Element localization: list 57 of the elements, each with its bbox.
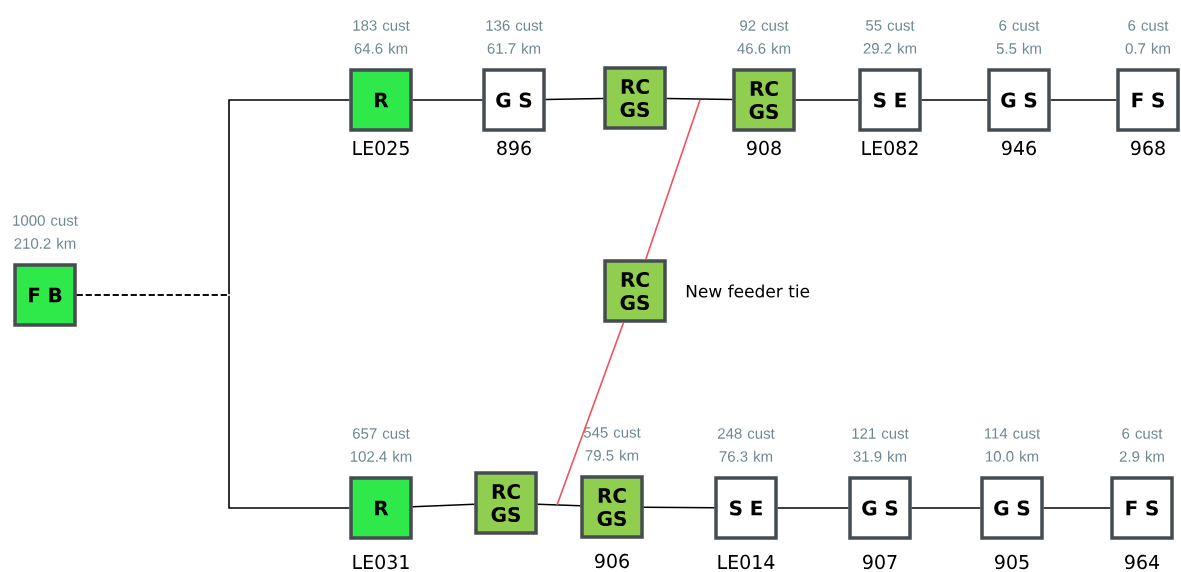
device-id-label: 964 bbox=[1125, 554, 1160, 570]
feeder-line bbox=[776, 507, 850, 509]
device-box: RC GS bbox=[603, 259, 667, 323]
customer-length-label: 1000 cust 210.2 km bbox=[13, 215, 78, 249]
feeder-line bbox=[920, 99, 989, 101]
feeder-line bbox=[1042, 507, 1112, 509]
device-id-label: LE025 bbox=[353, 140, 409, 156]
customer-length-label: 121 cust 31.9 km bbox=[852, 428, 909, 462]
device-id-label: 896 bbox=[497, 140, 531, 156]
customer-length-label: 114 cust 10.0 km bbox=[984, 428, 1041, 462]
device-box: S E bbox=[714, 476, 778, 540]
feeder-line bbox=[411, 503, 476, 508]
feeder-line bbox=[665, 97, 734, 101]
tie-line bbox=[645, 99, 701, 261]
device-box: R bbox=[349, 68, 413, 132]
device-box: RC GS bbox=[580, 475, 644, 539]
feeder-line bbox=[75, 294, 351, 509]
customer-length-label: 6 cust 0.7 km bbox=[1125, 20, 1170, 54]
device-box: F S bbox=[1110, 476, 1174, 540]
feeder-line bbox=[544, 97, 605, 101]
tie-line bbox=[556, 321, 625, 506]
device-id-label: LE014 bbox=[718, 554, 775, 570]
feeder-line bbox=[411, 99, 484, 101]
device-box: G S bbox=[848, 476, 912, 540]
customer-length-label: 248 cust 76.3 km bbox=[718, 428, 775, 462]
device-id-label: 946 bbox=[1002, 140, 1036, 156]
feeder-line bbox=[642, 506, 716, 509]
device-id-label: 906 bbox=[595, 553, 629, 569]
device-id-label: LE031 bbox=[353, 554, 409, 570]
device-id-label: 907 bbox=[863, 554, 897, 570]
device-box: RC GS bbox=[732, 68, 796, 132]
device-box: F S bbox=[1116, 68, 1180, 132]
device-box: G S bbox=[987, 68, 1051, 132]
customer-length-label: 183 cust 64.6 km bbox=[353, 20, 410, 54]
device-box: R bbox=[349, 476, 413, 540]
customer-length-label: 6 cust 5.5 km bbox=[996, 20, 1041, 54]
customer-length-label: 92 cust 46.6 km bbox=[737, 20, 791, 54]
device-box: G S bbox=[482, 68, 546, 132]
customer-length-label: 657 cust 102.4 km bbox=[350, 428, 412, 462]
feeder-line bbox=[536, 503, 582, 507]
device-id-label: 968 bbox=[1131, 140, 1165, 156]
customer-length-label: 55 cust 29.2 km bbox=[863, 20, 917, 54]
feeder-line bbox=[910, 507, 982, 509]
device-id-label: 905 bbox=[995, 554, 1029, 570]
customer-length-label: 136 cust 61.7 km bbox=[486, 20, 543, 54]
feeder-line bbox=[1049, 99, 1118, 101]
device-id-label: 908 bbox=[747, 140, 781, 156]
device-box: RC GS bbox=[603, 66, 667, 130]
tie-label: New feeder tie bbox=[686, 284, 810, 298]
device-box: G S bbox=[980, 476, 1044, 540]
customer-length-label: 545 cust 79.5 km bbox=[583, 427, 641, 461]
device-box: F B bbox=[13, 263, 77, 327]
device-box: RC GS bbox=[474, 471, 538, 535]
feeder-line bbox=[794, 99, 860, 101]
customer-length-label: 6 cust 2.9 km bbox=[1119, 428, 1164, 462]
device-id-label: LE082 bbox=[862, 140, 918, 156]
device-box: S E bbox=[858, 68, 922, 132]
